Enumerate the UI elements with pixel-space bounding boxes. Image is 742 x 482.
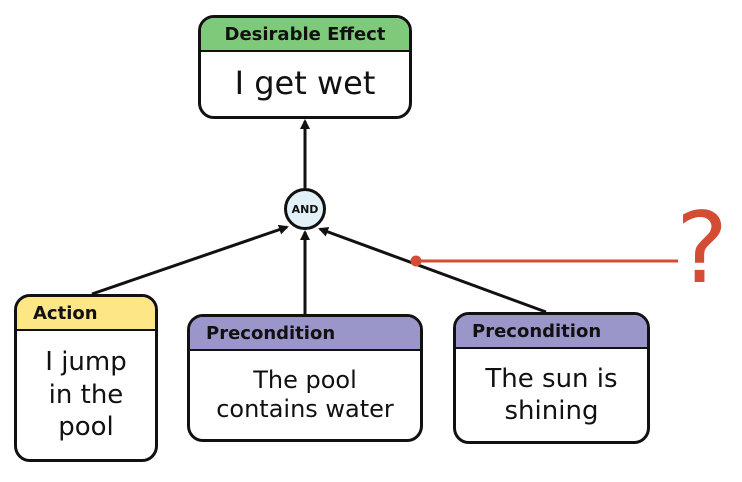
action-text-line: pool: [58, 412, 114, 443]
desirable-effect-header: Desirable Effect: [201, 18, 409, 52]
precondition-header: Precondition: [190, 317, 420, 351]
desirable-effect-text: I get wet: [234, 64, 376, 103]
precondition-node-pool: Precondition The pool contains water: [187, 314, 423, 442]
precondition-text-line: contains water: [216, 395, 394, 423]
and-node: AND: [284, 188, 326, 230]
edge-action-to-and: [91, 224, 289, 296]
precondition-text: The pool contains water: [190, 351, 420, 439]
precondition-text-line: The pool: [253, 366, 357, 395]
precondition-text-line: shining: [504, 396, 599, 426]
precondition-header: Precondition: [456, 315, 647, 349]
precondition-text: The sun is shining: [456, 349, 647, 441]
precondition-node-sun: Precondition The sun is shining: [453, 312, 650, 444]
question-mark: ?: [676, 192, 729, 306]
question-link-dot: [410, 255, 422, 267]
action-header: Action: [17, 297, 155, 331]
action-node: Action I jump in the pool: [14, 294, 158, 462]
precondition-text-line: The sun is: [485, 363, 618, 394]
action-text-line: I jump: [45, 347, 127, 378]
desirable-effect-node: Desirable Effect I get wet: [198, 15, 412, 119]
edge-precondition2-to-and: [318, 227, 547, 314]
action-text: I jump in the pool: [17, 331, 155, 459]
action-text-line: in the: [48, 379, 124, 410]
